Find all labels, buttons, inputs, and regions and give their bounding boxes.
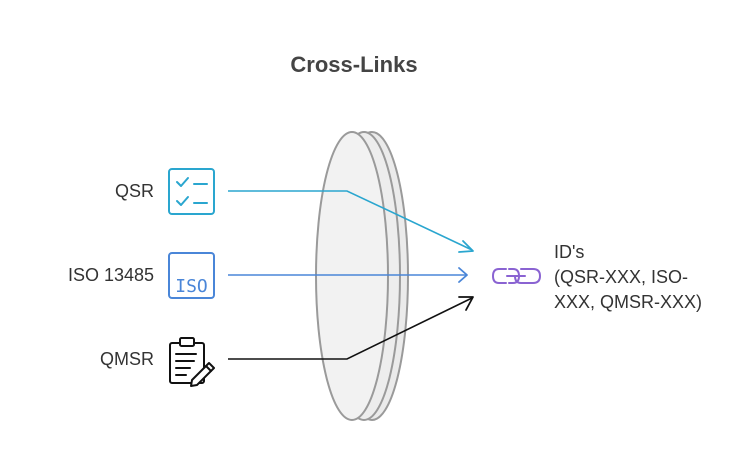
source-label-qsr: QSR [114, 181, 154, 201]
connector-qsr [228, 190, 474, 253]
link-icon [491, 268, 542, 284]
source-label-iso: ISO 13485 [67, 265, 154, 285]
diagram-title: Cross-Links [290, 52, 418, 77]
target-label-line-3: XXX, QMSR-XXX) [554, 292, 703, 312]
iso-icon-text: ISO [175, 276, 208, 297]
checklist-icon [168, 168, 215, 215]
clipboard-pen-icon [169, 337, 215, 387]
source-label-qmsr: QMSR [100, 349, 154, 369]
target-label-line-1: ID's [554, 242, 585, 262]
connector-iso [228, 267, 468, 283]
target-label-line-2: (QSR-XXX, ISO- [554, 267, 689, 287]
lens-disc [315, 131, 409, 421]
target-label: ID's (QSR-XXX, ISO- XXX, QMSR-XXX) [554, 240, 724, 315]
connector-qmsr [228, 296, 474, 360]
iso-icon: ISO [168, 252, 215, 299]
